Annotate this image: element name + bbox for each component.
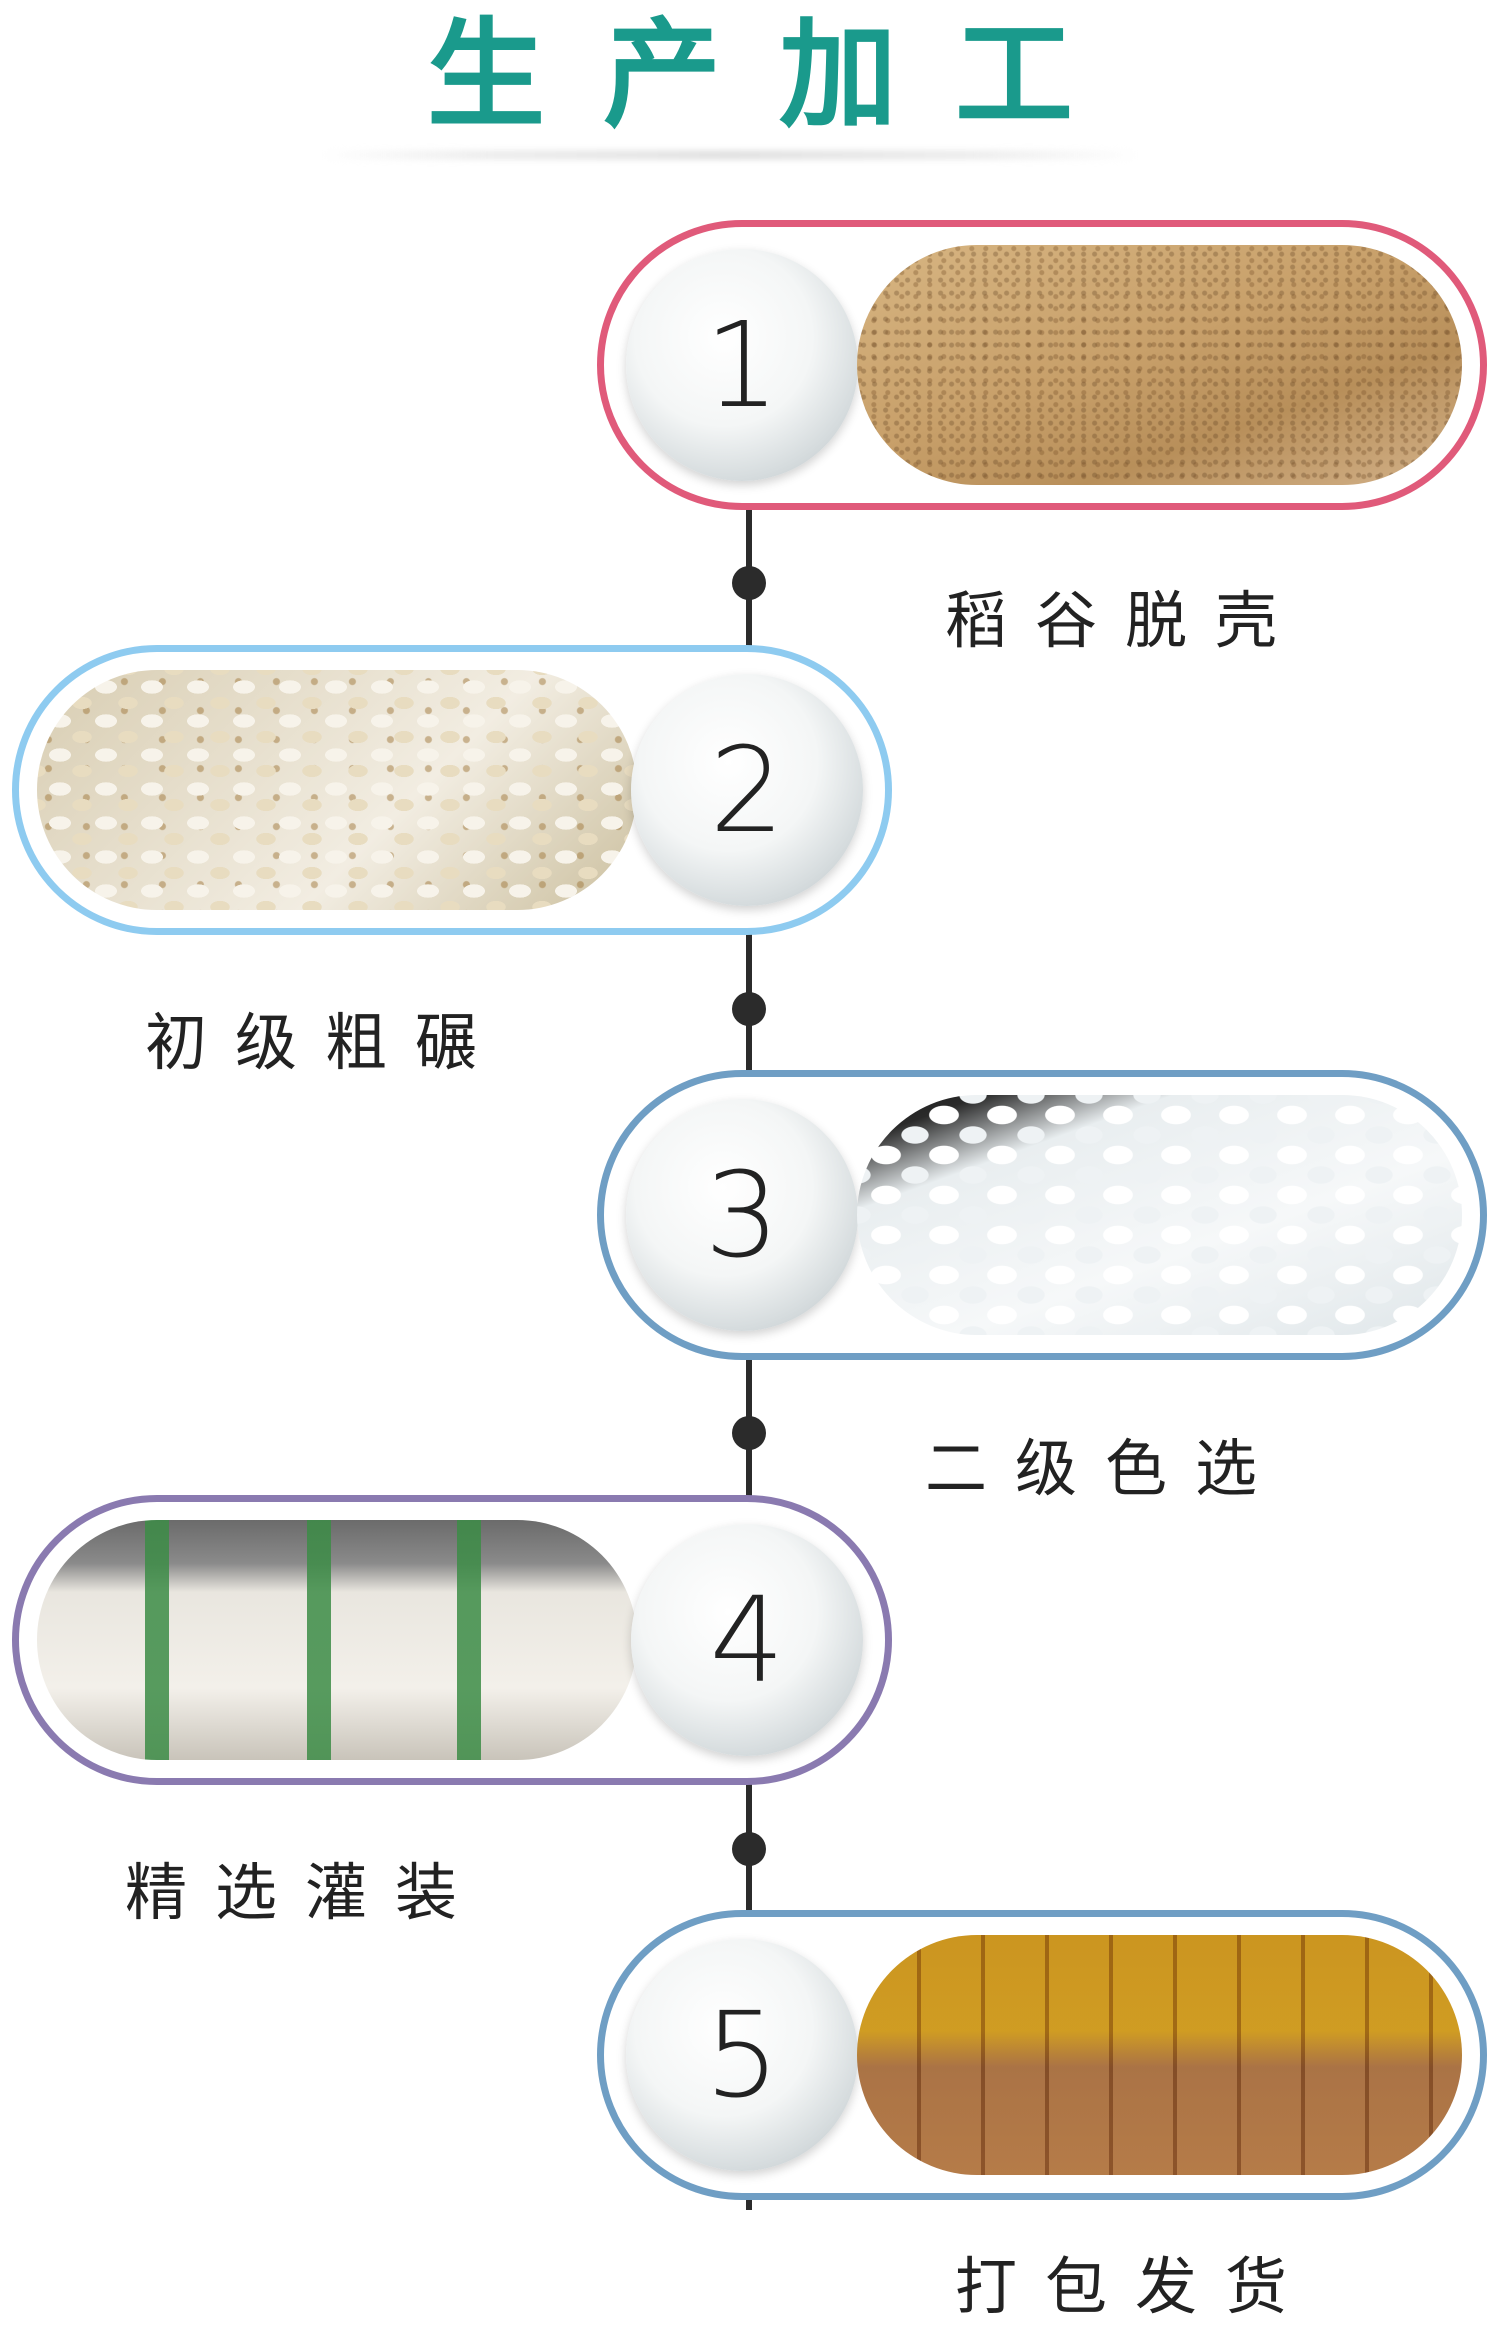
step-label-1: 稻谷脱壳: [945, 584, 1306, 657]
step-card-4: 4: [12, 1495, 892, 1785]
step-number: 5: [704, 1986, 780, 2124]
step-label-5: 打包发货: [955, 2250, 1316, 2323]
step-card-5: 5: [597, 1910, 1487, 2200]
step-number-badge: 5: [626, 1939, 858, 2171]
step-number: 4: [709, 1571, 785, 1709]
timeline-dot: [732, 1832, 766, 1866]
page-title: 生产加工: [426, 5, 1131, 144]
bagging-factory-photo: [37, 1520, 637, 1760]
title-underline: [320, 150, 1140, 160]
parcel-shipping-photo: [857, 1935, 1462, 2175]
timeline-dot: [732, 566, 766, 600]
step-number: 2: [709, 721, 785, 859]
brown-rice-photo: [37, 670, 637, 910]
step-number-badge: 1: [626, 249, 858, 481]
step-card-2: 2: [12, 645, 892, 935]
step-number-badge: 2: [631, 674, 863, 906]
step-card-3: 3: [597, 1070, 1487, 1360]
step-number-badge: 4: [631, 1524, 863, 1756]
step-number-badge: 3: [626, 1099, 858, 1331]
step-card-1: 1: [597, 220, 1487, 510]
step-label-3: 二级色选: [925, 1432, 1286, 1505]
paddy-grain-photo: [857, 245, 1462, 485]
timeline-dot: [732, 992, 766, 1026]
step-label-2: 初级粗碾: [145, 1006, 506, 1079]
step-label-4: 精选灌装: [125, 1856, 486, 1929]
white-rice-photo: [857, 1095, 1462, 1335]
step-number: 1: [704, 296, 780, 434]
step-number: 3: [704, 1146, 780, 1284]
timeline-dot: [732, 1416, 766, 1450]
